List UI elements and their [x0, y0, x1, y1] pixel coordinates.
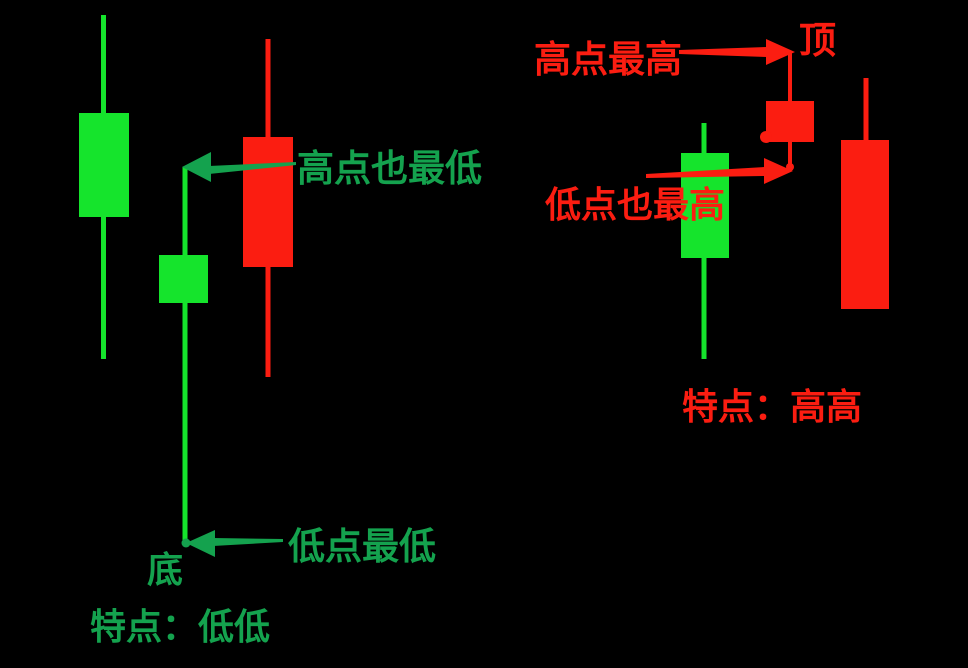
left-candle-1-body — [79, 113, 129, 217]
low-lowest-arrow-head — [186, 530, 215, 557]
bottom-feature-label: 特点：低低 — [90, 607, 270, 648]
bottom-point-label: 底 — [147, 550, 183, 591]
top-feature-label: 特点：高高 — [682, 387, 862, 428]
high-highest-arrow-head — [766, 39, 795, 65]
right-candle-2-corner-blob — [760, 131, 772, 143]
low-lowest-label: 低点最低 — [288, 525, 436, 568]
right-candle-3-body — [841, 140, 889, 309]
low-also-highest-arrow-shaft — [646, 167, 765, 178]
high-highest-label: 高点最高 — [534, 38, 682, 81]
high-also-lowest-label: 高点也最低 — [297, 147, 482, 190]
left-candle-2-body — [159, 255, 208, 303]
low-also-highest-label: 低点也最高 — [545, 185, 725, 226]
high-also-lowest-arrow-shaft — [209, 162, 296, 174]
high-highest-arrow-shaft — [679, 47, 767, 57]
top-point-label: 顶 — [799, 19, 836, 62]
low-also-highest-arrow-head — [764, 158, 793, 184]
low-lowest-arrow-shaft — [213, 538, 283, 546]
high-also-lowest-arrow-head — [182, 152, 211, 182]
left-candle-3-body — [243, 137, 293, 267]
right-candle-2-body — [766, 101, 814, 142]
